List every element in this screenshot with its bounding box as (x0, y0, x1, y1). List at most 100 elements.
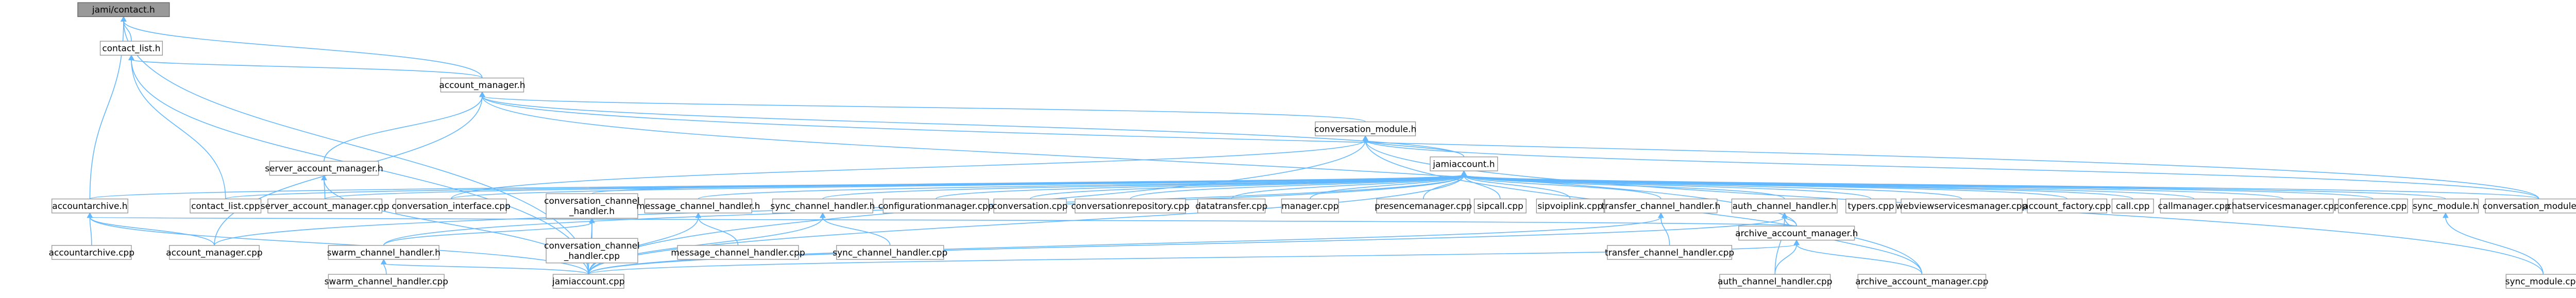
node-manager-cpp[interactable]: manager.cpp (1281, 198, 1339, 214)
node-sync-channel-handler-cpp[interactable]: sync_channel_handler.cpp (833, 245, 947, 260)
edge-message_channel_handler_h-to-jamiaccount_cpp (588, 212, 702, 275)
node-account-factory-cpp[interactable]: account_factory.cpp (2023, 198, 2111, 214)
node-archive-account-manager-h[interactable]: archive_account_manager.h (1735, 225, 1858, 241)
node-callmanager-cpp[interactable]: callmanager.cpp (2158, 198, 2230, 214)
node-contact-list-h[interactable]: contact_list.h (99, 41, 163, 56)
node-label: archive_account_manager.h (1735, 229, 1858, 239)
node-jamiaccount-cpp[interactable]: jamiaccount.cpp (552, 274, 625, 289)
edge-accountarchive_h-to-archive_account_manager_h (87, 212, 1797, 227)
node-box (2505, 274, 2576, 289)
node-archive-account-manager-cpp[interactable]: archive_account_manager.cpp (1855, 274, 1989, 289)
node-box (1607, 245, 1733, 260)
node-label: contact_list.cpp (191, 201, 260, 212)
node-label: jami/contact.h (92, 5, 155, 15)
node-server-account-manager-h[interactable]: server_account_manager.h (265, 161, 383, 176)
node-label: conversation_module.cpp (2483, 201, 2576, 212)
node-server-account-manager-cpp[interactable]: server_account_manager.cpp (261, 198, 389, 214)
node-box (77, 2, 170, 17)
node-sipcall-cpp[interactable]: sipcall.cpp (1473, 198, 1527, 214)
node-label: conference.cpp (2339, 201, 2406, 212)
node-label: conversation_module.h (1314, 124, 1416, 134)
node-account-manager-cpp[interactable]: account_manager.cpp (166, 245, 263, 260)
edge-swarm_channel_handler_h-to-jamiaccount_cpp (380, 259, 589, 275)
node-presencemanager-cpp[interactable]: presencemanager.cpp (1375, 198, 1472, 214)
node-sync-channel-handler-h[interactable]: sync_channel_handler.h (770, 198, 875, 214)
node-label: _handler.h (569, 206, 615, 217)
node-box (836, 245, 944, 260)
node-auth-channel-handler-h[interactable]: auth_channel_handler.h (1731, 198, 1838, 214)
node-box (1719, 274, 1831, 289)
node-label: message_channel_handler.h (636, 201, 760, 212)
node-label: accountarchive.h (52, 201, 127, 212)
node-box (2232, 198, 2334, 214)
node-jami-contact-h[interactable]: jami/contact.h (77, 2, 170, 17)
node-label: sync_module.cpp (2505, 277, 2576, 287)
edge-jamiaccount_h-to-manager_cpp (1310, 170, 1467, 199)
node-box (51, 245, 132, 260)
graph-edges (87, 16, 2544, 275)
node-label: sync_channel_handler.cpp (833, 248, 947, 258)
node-box (1857, 274, 1987, 289)
node-box (1197, 198, 1266, 214)
edge-account_manager_h-to-conversation_module_cpp (479, 91, 2539, 199)
node-message-channel-handler-h[interactable]: message_channel_handler.h (636, 198, 760, 214)
node-jamiaccount-h[interactable]: jamiaccount.h (1430, 156, 1498, 171)
node-conversation-cpp[interactable]: conversation.cpp (992, 198, 1067, 214)
node-auth-channel-handler-cpp[interactable]: auth_channel_handler.cpp (1718, 274, 1833, 289)
node-datatransfer-cpp[interactable]: datatransfer.cpp (1195, 198, 1267, 214)
edge-accountarchive_h-to-jamiaccount_cpp (87, 212, 589, 275)
node-box (267, 198, 383, 214)
node-label: message_channel_handler.cpp (671, 248, 805, 258)
node-box (772, 198, 873, 214)
node-conversation-channel-handler-h[interactable]: conversation_channel_handler.h (544, 193, 640, 219)
node-sync-module-cpp[interactable]: sync_module.cpp (2505, 274, 2576, 289)
node-box (2485, 198, 2576, 214)
node-conversation-interface-cpp[interactable]: conversation_interface.cpp (392, 198, 511, 214)
node-label: conversationrepository.cpp (1071, 201, 1190, 212)
node-label: datatransfer.cpp (1195, 201, 1267, 212)
node-conversation-channel-handler-cpp[interactable]: conversation_channel_handler.cpp (544, 238, 640, 264)
node-box (993, 198, 1067, 214)
node-box (644, 198, 752, 214)
node-box (99, 41, 163, 56)
node-typers-cpp[interactable]: typers.cpp (1845, 198, 1896, 214)
node-label: auth_channel_handler.h (1732, 201, 1836, 212)
node-conversation-module-h[interactable]: conversation_module.h (1314, 121, 1416, 136)
node-label: conversation_interface.cpp (392, 201, 511, 212)
node-accountarchive-h[interactable]: accountarchive.h (51, 198, 128, 214)
edge-jami_contact_h-to-account_manager_h (121, 16, 483, 78)
node-label: jamiaccount.h (1432, 159, 1495, 169)
node-call-cpp[interactable]: call.cpp (2111, 198, 2154, 214)
node-label: account_manager.cpp (166, 248, 262, 258)
node-sipvoiplink-cpp[interactable]: sipvoiplink.cpp (1536, 198, 1604, 214)
edge-account_manager_h-to-conversation_module_h (479, 91, 1366, 122)
node-label: transfer_channel_handler.cpp (1605, 248, 1734, 258)
node-swarm-channel-handler-cpp[interactable]: swarm_channel_handler.cpp (325, 274, 448, 289)
node-accountarchive-cpp[interactable]: accountarchive.cpp (49, 245, 134, 260)
node-account-manager-h[interactable]: account_manager.h (439, 77, 526, 93)
node-label: account_manager.h (439, 80, 525, 91)
node-box (2160, 198, 2228, 214)
node-box (1473, 198, 1527, 214)
node-label: swarm_channel_handler.cpp (325, 277, 448, 287)
node-conference-cpp[interactable]: conference.cpp (2338, 198, 2408, 214)
node-transfer-channel-handler-cpp[interactable]: transfer_channel_handler.cpp (1605, 245, 1734, 260)
edge-transfer_channel_handler_h-to-jamiaccount_cpp (588, 212, 1664, 275)
node-box (677, 245, 799, 260)
node-transfer-channel-handler-h[interactable]: transfer_channel_handler.h (1601, 198, 1720, 214)
node-message-channel-handler-cpp[interactable]: message_channel_handler.cpp (671, 245, 805, 260)
node-box (1376, 198, 1470, 214)
node-label: swarm_channel_handler.h (327, 248, 440, 258)
node-box (1738, 225, 1855, 241)
node-box (1901, 198, 2023, 214)
node-sync-module-h[interactable]: sync_module.h (2412, 198, 2479, 214)
edge-sync_module_h-to-sync_module_cpp (2443, 212, 2544, 275)
node-webviewservicesmanager-cpp[interactable]: webviewservicesmanager.cpp (1896, 198, 2027, 214)
node-swarm-channel-handler-h[interactable]: swarm_channel_handler.h (327, 245, 440, 260)
node-chatservicesmanager-cpp[interactable]: chatservicesmanager.cpp (2227, 198, 2340, 214)
node-contact-list-cpp[interactable]: contact_list.cpp (190, 198, 262, 214)
node-conversation-module-cpp[interactable]: conversation_module.cpp (2483, 198, 2576, 214)
node-conversationrepository-cpp[interactable]: conversationrepository.cpp (1071, 198, 1190, 214)
node-configurationmanager-cpp[interactable]: configurationmanager.cpp (878, 198, 994, 214)
edge-conversation_module_h-to-jamiaccount_h (1362, 135, 1465, 157)
